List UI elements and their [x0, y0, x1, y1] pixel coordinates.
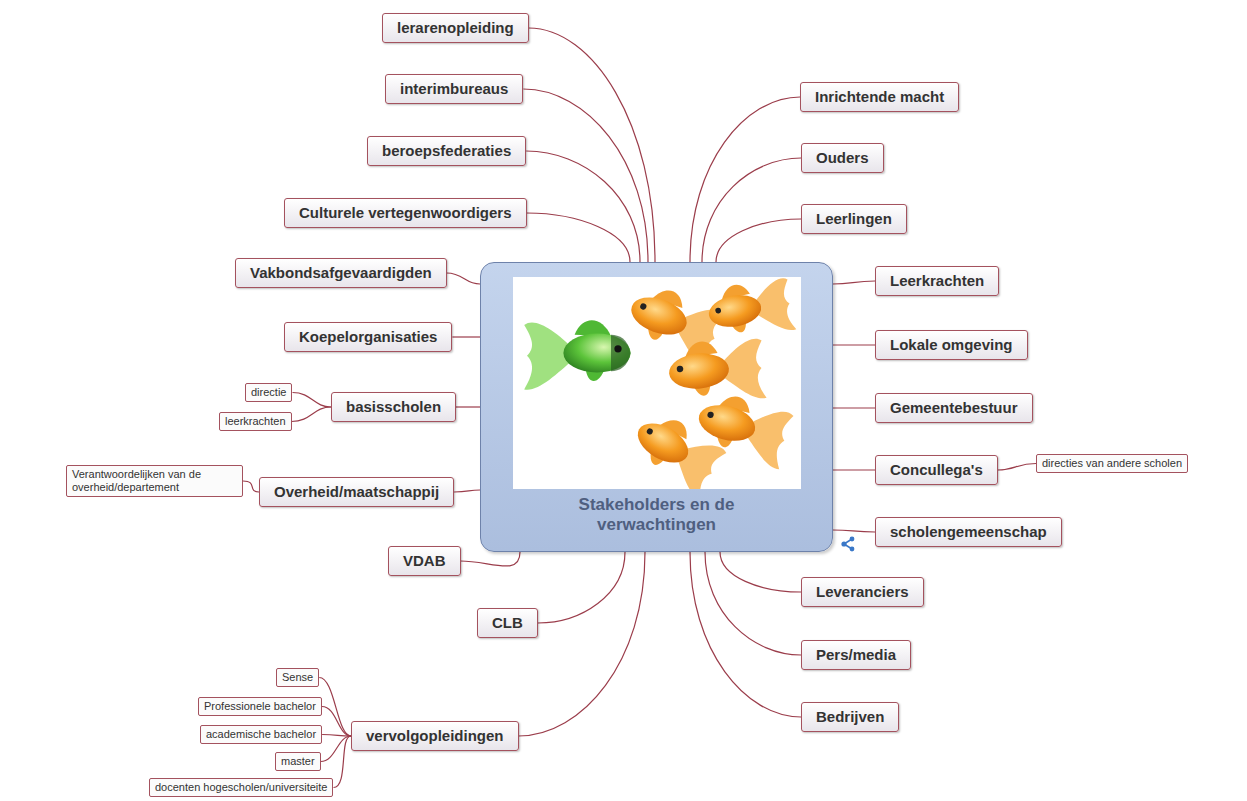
topic-label: leerkrachten [225, 415, 286, 428]
branch-line [293, 393, 332, 408]
branch-line [690, 97, 800, 262]
subtopic-box: directie [245, 383, 292, 402]
topic-box: Vakbondsafgevaardigden [235, 258, 447, 288]
topic-label: basisscholen [346, 398, 441, 416]
topic-label: directie [251, 386, 286, 399]
topic-box: beroepsfederaties [367, 136, 526, 166]
central-topic: Stakeholders en de verwachtingen [480, 262, 833, 552]
topic-label: Gemeentebestuur [890, 399, 1018, 417]
subtopic-box: Verantwoordelijken van de overheid/depar… [66, 465, 243, 497]
topic-box: basisscholen [331, 392, 456, 422]
topic-box: Bedrijven [801, 702, 899, 732]
topic-label: interimbureaus [400, 80, 508, 98]
topic-label: master [281, 755, 315, 768]
share-icon [840, 536, 856, 552]
topic-label: Ouders [816, 149, 869, 167]
topic-box: Leerlingen [801, 204, 907, 234]
branch-line [833, 530, 875, 532]
topic-box: Ouders [801, 143, 884, 173]
topic-label: Bedrijven [816, 708, 884, 726]
topic-box: interimbureaus [385, 74, 523, 104]
topic-label: Koepelorganisaties [299, 328, 437, 346]
branch-line [833, 281, 875, 284]
subtopic-box: Sense [276, 668, 319, 687]
topic-label: directies van andere scholen [1042, 457, 1182, 470]
central-title: Stakeholders en de verwachtingen [542, 495, 772, 535]
topic-label: scholengemeenschap [890, 523, 1047, 541]
subtopic-box: directies van andere scholen [1036, 454, 1188, 473]
topic-label: Pers/media [816, 646, 896, 664]
branch-line [334, 736, 352, 788]
topic-label: Verantwoordelijken van de overheid/depar… [72, 468, 237, 494]
branch-line [720, 552, 801, 592]
topic-box: Overheid/maatschappij [259, 477, 454, 507]
branch-line [243, 481, 259, 492]
branch-line [322, 735, 351, 737]
topic-label: Leerlingen [816, 210, 892, 228]
topic-box: scholengemeenschap [875, 517, 1062, 547]
topic-label: lerarenopleiding [397, 19, 514, 37]
branch-line [292, 407, 332, 422]
topic-label: Lokale omgeving [890, 336, 1013, 354]
topic-label: VDAB [403, 552, 446, 570]
topic-box: Concullega's [875, 455, 998, 485]
topic-box: Lokale omgeving [875, 330, 1028, 360]
branch-line [833, 469, 875, 470]
branch-line [454, 490, 480, 492]
topic-label: academische bachelor [206, 728, 316, 741]
topic-box: Gemeentebestuur [875, 393, 1033, 423]
branch-line [322, 707, 351, 737]
topic-box: Koepelorganisaties [284, 322, 452, 352]
topic-label: docenten hogescholen/universiteite [155, 781, 327, 794]
branch-line [319, 678, 351, 737]
branch-line [452, 336, 480, 337]
topic-box: Inrichtende macht [800, 82, 959, 112]
topic-box: lerarenopleiding [382, 13, 529, 43]
branch-line [833, 344, 875, 345]
branch-line [526, 151, 640, 262]
topic-box: Pers/media [801, 640, 911, 670]
topic-box: Leveranciers [801, 577, 924, 607]
topic-label: Vakbondsafgevaardigden [250, 264, 432, 282]
topic-label: CLB [492, 614, 523, 632]
topic-label: Concullega's [890, 461, 983, 479]
branch-line [690, 552, 801, 717]
subtopic-box: master [275, 752, 321, 771]
subtopic-box: Professionele bachelor [198, 697, 322, 716]
branch-line [527, 213, 630, 262]
branch-line [461, 552, 521, 566]
topic-label: vervolgopleidingen [366, 727, 504, 745]
branch-line [716, 219, 801, 262]
topic-label: Overheid/maatschappij [274, 483, 439, 501]
topic-label: Leveranciers [816, 583, 909, 601]
topic-label: Inrichtende macht [815, 88, 944, 106]
topic-box: Leerkrachten [875, 266, 999, 296]
branch-line [456, 406, 480, 407]
topic-label: Sense [282, 671, 313, 684]
subtopic-box: academische bachelor [200, 725, 322, 744]
branch-line [833, 407, 875, 408]
topic-box: Culturele vertegenwoordigers [284, 198, 527, 228]
branch-line [447, 273, 480, 284]
branch-line [519, 552, 646, 736]
topic-label: Leerkrachten [890, 272, 984, 290]
subtopic-box: leerkrachten [219, 412, 292, 431]
topic-label: beroepsfederaties [382, 142, 511, 160]
branch-line [998, 464, 1036, 471]
subtopic-box: docenten hogescholen/universiteite [149, 778, 333, 797]
topic-box: vervolgopleidingen [351, 721, 519, 751]
branch-line [538, 552, 625, 623]
branch-line [523, 89, 648, 262]
branch-line [529, 28, 655, 262]
topic-label: Professionele bachelor [204, 700, 316, 713]
topic-label: Culturele vertegenwoordigers [299, 204, 512, 222]
topic-box: VDAB [388, 546, 461, 576]
topic-box: CLB [477, 608, 538, 638]
branch-line [702, 158, 801, 262]
branch-line [705, 552, 801, 655]
goldfish-illustration [513, 277, 801, 489]
